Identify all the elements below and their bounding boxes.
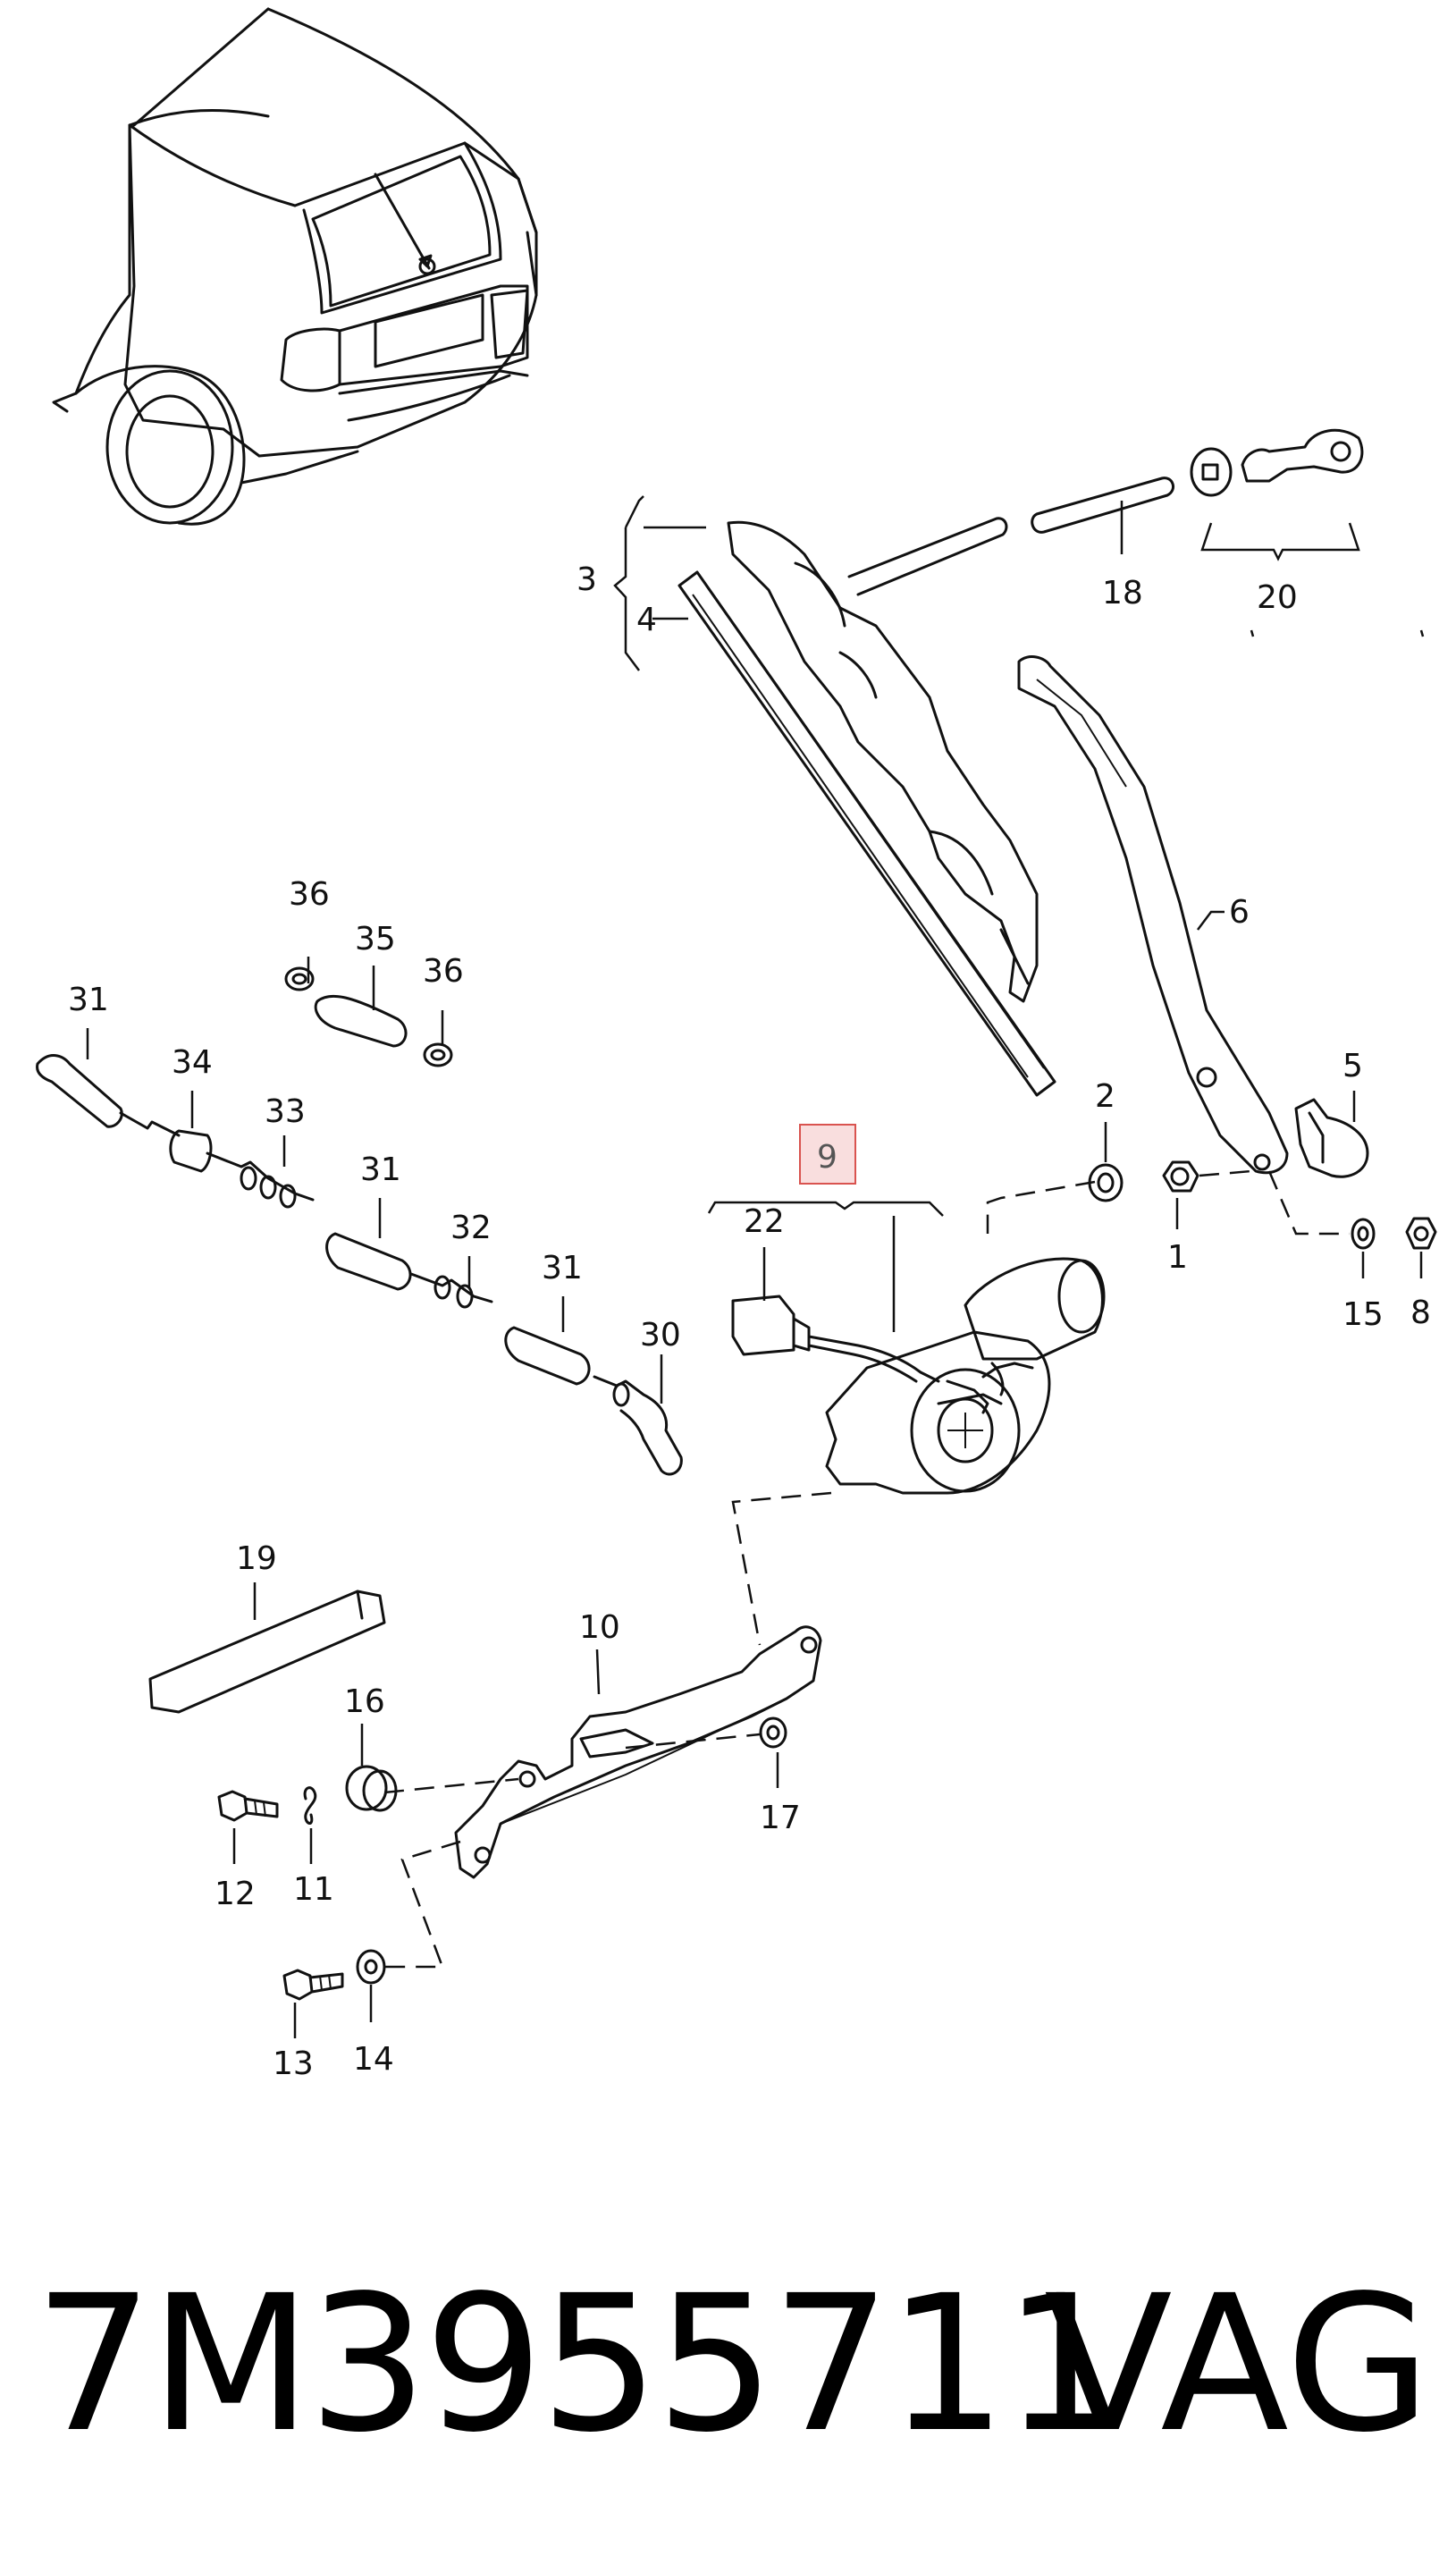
footer: 7M3955711 VAG: [0, 2253, 1456, 2476]
leader-lines: [86, 495, 1423, 2038]
callout-2: 2: [1095, 1078, 1115, 1115]
car-rear-illustration: [52, 7, 538, 526]
callout-31c: 31: [542, 1250, 583, 1286]
wiper-arm: [1017, 655, 1289, 1175]
callout-20: 20: [1257, 579, 1298, 616]
callout-35: 35: [355, 921, 396, 957]
highlight-box-9: [799, 1124, 856, 1185]
callout-4: 4: [636, 602, 657, 638]
assembly-lines: [383, 629, 1425, 1969]
callout-36b: 36: [423, 953, 464, 990]
callout-13: 13: [273, 2045, 314, 2082]
callout-8: 8: [1410, 1295, 1431, 1331]
small-parts-right: [1088, 1160, 1437, 1250]
callout-10: 10: [579, 1609, 620, 1646]
washer-nozzle-20: [1190, 428, 1364, 497]
callout-33: 33: [265, 1093, 306, 1130]
callout-36a: 36: [289, 876, 330, 913]
callout-1: 1: [1167, 1239, 1188, 1276]
wiper-blade: [678, 520, 1056, 1097]
callout-31a: 31: [68, 982, 109, 1018]
callout-14: 14: [353, 2041, 394, 2078]
wiper-motor: [731, 1257, 1106, 1495]
callout-11: 11: [293, 1871, 334, 1908]
mounting-hardware: [217, 1716, 787, 2001]
part-number: 7M3955711: [34, 2255, 1123, 2474]
callout-9: 9: [817, 1139, 837, 1176]
callout-18: 18: [1102, 575, 1143, 611]
washer-hose-set: [36, 966, 683, 1476]
callout-5: 5: [1342, 1048, 1363, 1084]
callout-15: 15: [1342, 1296, 1384, 1333]
callout-3: 3: [577, 561, 597, 598]
brand-name: VAG: [1044, 2255, 1431, 2474]
wiper-pipe-18: [847, 477, 1175, 596]
cover-cap-5: [1294, 1098, 1369, 1178]
callout-12: 12: [215, 1876, 256, 1912]
callout-34: 34: [172, 1044, 213, 1081]
callout-19: 19: [236, 1540, 277, 1577]
callout-31b: 31: [360, 1151, 401, 1188]
callout-17: 17: [760, 1800, 801, 1836]
callout-16: 16: [344, 1683, 385, 1720]
callout-30: 30: [640, 1317, 681, 1354]
motor-bracket-10: [454, 1625, 822, 1879]
callout-22: 22: [744, 1203, 785, 1240]
callout-labels: 1 2 3 4 5 6 8 9 10 11 12 13 14 15 16 17 …: [68, 561, 1431, 2082]
cover-strip-19: [148, 1590, 386, 1714]
callout-32: 32: [450, 1210, 492, 1246]
callout-6: 6: [1229, 894, 1250, 931]
